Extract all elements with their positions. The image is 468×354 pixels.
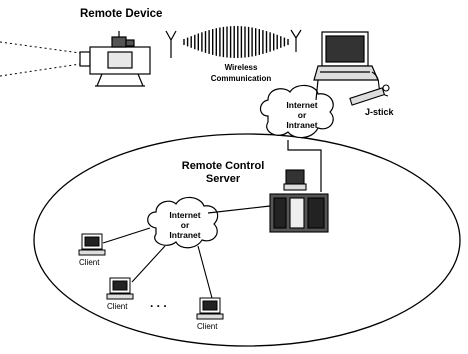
wireless-label-line1: Wireless	[224, 63, 258, 72]
client-computer-icon	[78, 233, 106, 256]
server-label-line1: Remote Control	[181, 160, 265, 172]
client-label-2: Client	[107, 302, 128, 311]
internet-mid-line1: Internet	[169, 210, 201, 220]
internet-top-line2: or	[297, 110, 307, 120]
remote-device-icon	[79, 31, 151, 87]
jstick-label: J-stick	[365, 107, 394, 117]
client-label-3: Client	[197, 322, 218, 331]
internet-top-label: Internet or Intranet	[276, 100, 328, 130]
device-antenna-icon	[165, 30, 177, 58]
more-clients-ellipsis: . . .	[150, 296, 167, 310]
internet-mid-line3: Intranet	[169, 230, 201, 240]
internet-mid-label: Internet or Intranet	[160, 210, 210, 240]
remote-device-label: Remote Device	[80, 8, 163, 20]
wireless-label: Wireless Communication	[200, 62, 282, 84]
link-cloud-server-mid	[207, 205, 271, 214]
laptop-antenna-icon	[290, 29, 302, 52]
laptop-icon	[313, 31, 379, 81]
server-domain-ellipse	[33, 133, 461, 347]
client-label-1: Client	[79, 258, 100, 267]
wireless-label-line2: Communication	[210, 74, 272, 83]
server-label: Remote Control Server	[168, 160, 278, 186]
client-computer-icon	[106, 277, 134, 300]
server-rack-icon	[269, 169, 329, 233]
internet-top-line1: Internet	[286, 100, 318, 110]
server-label-line2: Server	[205, 173, 241, 185]
link-laptop-cloud	[315, 79, 319, 101]
internet-cloud-mid	[147, 196, 219, 249]
internet-top-line3: Intranet	[286, 120, 318, 130]
client-computer-icon	[196, 297, 224, 320]
jstick-icon	[349, 71, 390, 106]
link-cloud-server	[287, 140, 322, 192]
wireless-signal-icon	[183, 26, 289, 58]
internet-mid-line2: or	[180, 220, 190, 230]
client-links	[102, 227, 213, 299]
internet-cloud-top	[259, 84, 334, 139]
camera-view-lines	[0, 41, 81, 77]
